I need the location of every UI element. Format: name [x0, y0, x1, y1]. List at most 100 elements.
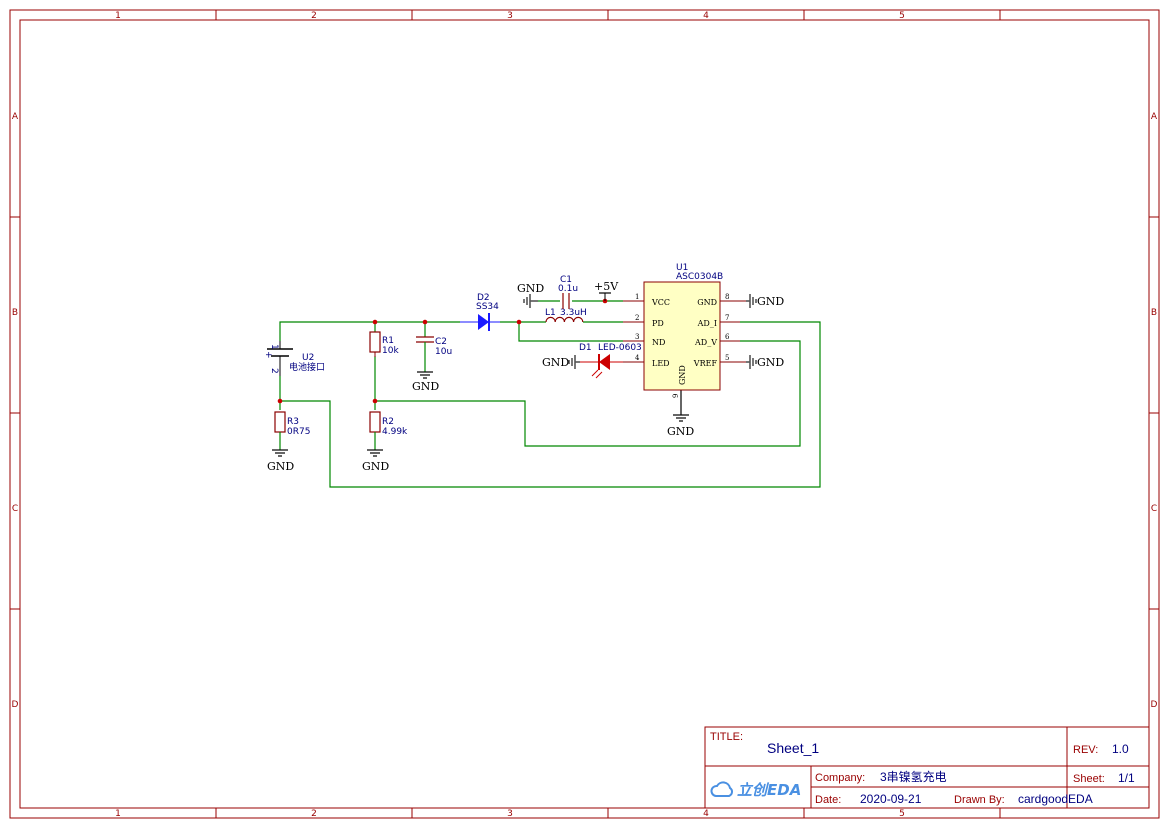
r3-designator: R3: [287, 417, 299, 427]
r2-designator: R2: [382, 417, 394, 427]
date-label: Date:: [815, 794, 841, 806]
u1-pin-number: 1: [635, 293, 639, 301]
junction-dot: [372, 398, 378, 404]
sheet-value: 1/1: [1118, 771, 1135, 785]
battery-pin1-label: 1: [269, 344, 279, 350]
rev-label: REV:: [1073, 744, 1098, 756]
r3-value: 0R75: [287, 427, 310, 437]
ground-symbol: GND: [362, 449, 389, 473]
l1-value: 3.3uH: [560, 308, 587, 318]
ground-symbol: GND: [542, 355, 580, 369]
u1-pin-name: LED: [652, 359, 670, 368]
c1-designator: C1: [560, 275, 572, 285]
ic-u1[interactable]: U1 ASC0304B 1 2 3 4 VCC PD ND LED 8 7 6 …: [623, 263, 740, 398]
c2-designator: C2: [435, 337, 447, 347]
col-label-bottom: 3: [507, 809, 513, 819]
drawn-by-value: cardgoodEDA: [1018, 792, 1093, 806]
gnd-net-label: GND: [267, 460, 294, 473]
row-label-left: B: [12, 308, 18, 318]
capacitor-c2[interactable]: C2 10u: [416, 336, 452, 372]
drawn-by-label: Drawn By:: [954, 794, 1005, 806]
col-label-bottom: 1: [115, 809, 121, 819]
gnd-net-label: GND: [757, 356, 784, 369]
inductor-l1[interactable]: L1 3.3uH: [545, 308, 587, 323]
u2-value: 电池接口: [289, 361, 325, 373]
ground-symbol: GND: [517, 282, 544, 308]
u1-pin-name: GND: [697, 298, 717, 307]
u1-pin-number: 5: [725, 354, 729, 362]
battery-pin2-label: 2: [269, 368, 279, 374]
gnd-net-label: GND: [362, 460, 389, 473]
ground-symbol: GND: [720, 355, 784, 369]
title-block: TITLE: Sheet_1 REV: 1.0 Company: 3串镍氢充电 …: [704, 726, 1150, 809]
sheet-title: Sheet_1: [767, 740, 819, 756]
col-label-top: 3: [507, 11, 513, 21]
battery-connector-u2[interactable]: + 1 2 U2 电池接口: [263, 341, 325, 376]
row-label-right: D: [1151, 700, 1158, 710]
col-label-top: 4: [703, 11, 709, 21]
wires: [279, 300, 821, 488]
date-value: 2020-09-21: [860, 792, 922, 806]
u1-designator: U1: [676, 263, 688, 273]
sheet-label: Sheet:: [1073, 773, 1105, 785]
row-label-right: A: [1151, 112, 1158, 122]
row-label-right: C: [1151, 504, 1157, 514]
title-label: TITLE:: [710, 731, 743, 743]
junctions: [277, 298, 608, 404]
u1-pin-number: 3: [635, 333, 639, 341]
u1-pin-name: VCC: [651, 298, 670, 307]
col-label-bottom: 5: [899, 809, 905, 819]
ground-symbol: GND: [667, 390, 694, 438]
ground-symbol: GND: [412, 371, 439, 393]
row-label-right: B: [1151, 308, 1157, 318]
resistor-r3[interactable]: R3 0R75: [274, 411, 310, 450]
gnd-net-label: GND: [517, 282, 544, 295]
junction-dot: [422, 319, 428, 325]
col-label-bottom: 4: [703, 809, 709, 819]
u1-pin-number: 7: [725, 314, 729, 322]
u1-pin-number: 4: [635, 354, 640, 362]
r1-value: 10k: [382, 346, 399, 356]
company-label: Company:: [815, 772, 865, 784]
u1-pin-number: 8: [725, 293, 729, 301]
col-label-bottom: 2: [311, 809, 317, 819]
u1-pin-name: GND: [678, 365, 687, 385]
resistor-r1[interactable]: R1 10k: [369, 331, 399, 357]
junction-dot: [277, 398, 283, 404]
row-label-left: C: [12, 504, 18, 514]
col-label-top: 2: [311, 11, 317, 21]
junction-dot: [372, 319, 378, 325]
gnd-net-label: GND: [667, 425, 694, 438]
row-label-left: A: [12, 112, 19, 122]
gnd-net-label: GND: [542, 356, 569, 369]
power-flag-5v: +5V: [594, 280, 619, 301]
resistor-r2[interactable]: R2 4.99k: [369, 411, 408, 450]
u1-pin-name: AD_V: [694, 338, 717, 347]
d2-designator: D2: [477, 293, 490, 303]
r2-value: 4.99k: [382, 427, 408, 437]
diode-d2[interactable]: D2 SS34: [460, 293, 500, 331]
gnd-net-label: GND: [412, 380, 439, 393]
u1-pin-number: 2: [635, 314, 639, 322]
drawing-frame: 1 2 3 4 5 1 2 3 4 5 A B C D A B C D: [9, 9, 1160, 819]
u1-pin-name: ND: [652, 338, 665, 347]
col-label-top: 5: [899, 11, 905, 21]
col-label-top: 1: [115, 11, 121, 21]
battery-plus-label: +: [263, 351, 273, 359]
d2-value: SS34: [476, 302, 499, 312]
led-d1[interactable]: D1 LED-0603: [579, 343, 642, 379]
logo-text: 立创EDA: [737, 781, 801, 799]
d1-value: LED-0603: [598, 343, 642, 353]
capacitor-c1[interactable]: C1 0.1u: [558, 275, 578, 309]
u1-pin-number: 9: [672, 394, 680, 398]
row-label-left: D: [12, 700, 19, 710]
u1-value: ASC0304B: [676, 272, 723, 282]
company-value: 3串镍氢充电: [880, 769, 947, 784]
c1-value: 0.1u: [558, 284, 578, 294]
r1-designator: R1: [382, 336, 394, 346]
rev-value: 1.0: [1112, 742, 1129, 756]
vcc-net-label: +5V: [594, 280, 619, 293]
ground-symbol: GND: [720, 294, 784, 308]
u1-pin-number: 6: [725, 333, 730, 341]
